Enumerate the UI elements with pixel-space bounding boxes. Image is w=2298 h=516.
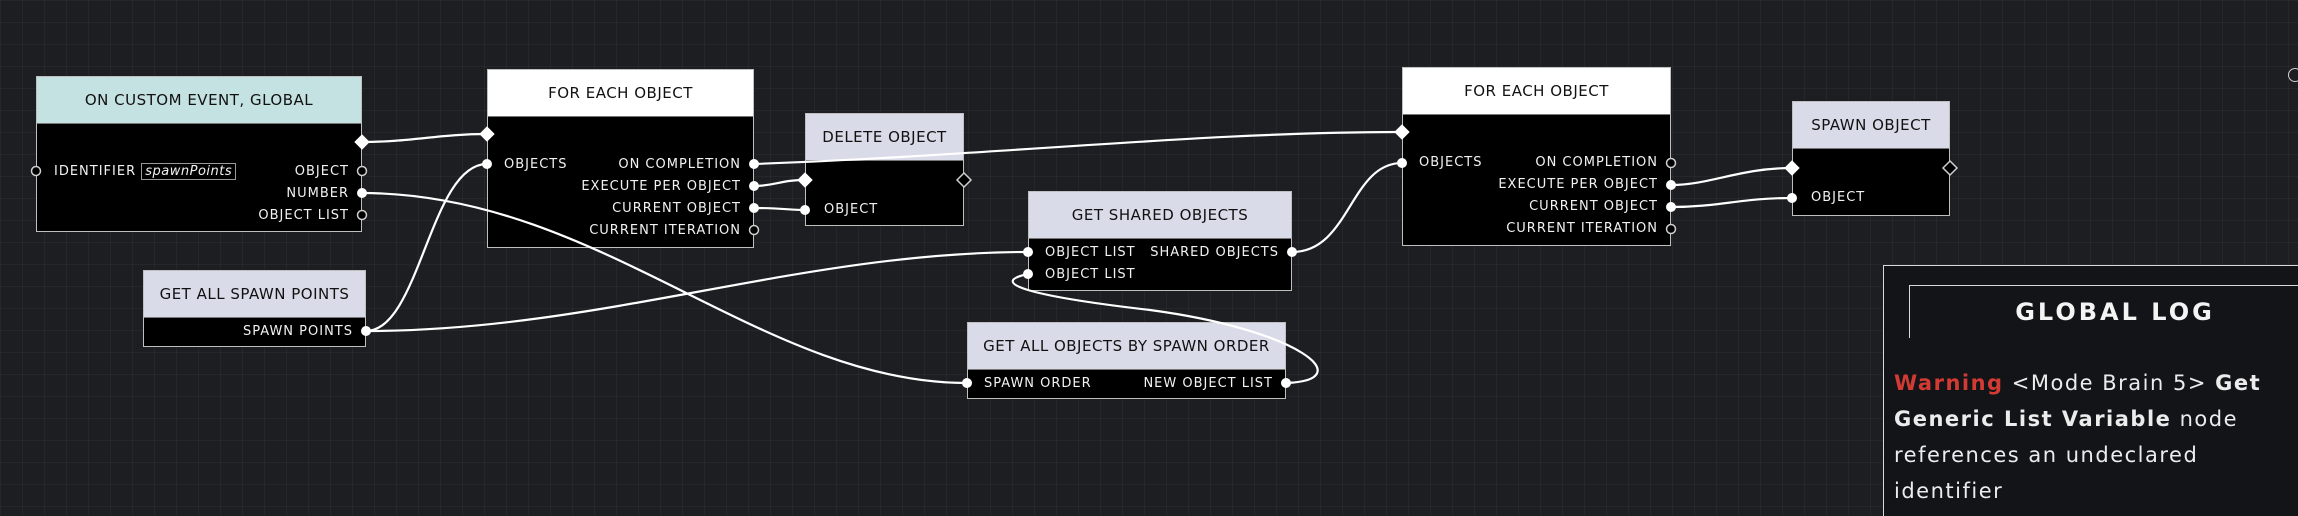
global-log-header: GLOBAL LOG	[1909, 285, 2298, 338]
node-delete-object[interactable]: DELETE OBJECT OBJECT	[805, 113, 964, 226]
wire-exec-to-delete	[753, 178, 806, 188]
wire-event-to-foreach1	[361, 132, 488, 144]
pin-execute-per-object[interactable]: EXECUTE PER OBJECT	[581, 179, 741, 194]
node-get-all-spawn-points[interactable]: GET ALL SPAWN POINTS SPAWN POINTS	[143, 270, 366, 347]
pin-identifier[interactable]: IDENTIFIER spawnPoints	[54, 163, 237, 180]
identifier-value[interactable]: spawnPoints	[141, 163, 237, 180]
global-log-panel: GLOBAL LOG Warning <Mode Brain 5> Get Ge…	[1883, 265, 2298, 516]
wire-current-to-delete	[753, 206, 806, 212]
log-message: Warning <Mode Brain 5> Get Generic List …	[1894, 365, 2298, 509]
wire-shared-to-foreach2	[1291, 161, 1403, 254]
wire-exec-to-spawn	[1670, 166, 1793, 187]
pin-current-iteration[interactable]: CURRENT ITERATION	[589, 223, 741, 238]
pin-on-completion[interactable]: ON COMPLETION	[618, 157, 741, 172]
pin-label: IDENTIFIER	[54, 164, 137, 179]
log-node-name: Get Generic List Variable	[1894, 371, 2262, 431]
offscreen-node-port[interactable]	[2288, 68, 2298, 82]
node-for-each-object-1[interactable]: FOR EACH OBJECT OBJECTS ON COMPLETION EX…	[487, 69, 754, 248]
pin-spawn-points[interactable]: SPAWN POINTS	[243, 324, 353, 339]
pin-objects[interactable]: OBJECTS	[504, 157, 568, 172]
pin-execute-per-object[interactable]: EXECUTE PER OBJECT	[1498, 177, 1658, 192]
pin-object[interactable]: OBJECT	[294, 164, 349, 179]
pin-object-list-1[interactable]: OBJECT LIST	[1045, 245, 1136, 260]
node-get-all-objects-by-spawn-order[interactable]: GET ALL OBJECTS BY SPAWN ORDER SPAWN ORD…	[967, 322, 1286, 399]
node-title: SPAWN OBJECT	[1793, 102, 1949, 149]
node-title: ON CUSTOM EVENT, GLOBAL	[37, 77, 361, 124]
pin-object[interactable]: OBJECT	[824, 202, 879, 217]
node-get-shared-objects[interactable]: GET SHARED OBJECTS OBJECT LIST OBJECT LI…	[1028, 191, 1292, 291]
log-warning-label: Warning	[1894, 371, 2004, 395]
pin-current-iteration[interactable]: CURRENT ITERATION	[1506, 221, 1658, 236]
pin-object[interactable]: OBJECT	[1811, 190, 1866, 205]
node-spawn-object[interactable]: SPAWN OBJECT OBJECT	[1792, 101, 1950, 216]
wire-current-to-spawn	[1670, 196, 1793, 209]
node-title: DELETE OBJECT	[806, 114, 963, 161]
log-message-text: node references an undeclared identifier	[1894, 407, 2238, 503]
pin-shared-objects[interactable]: SHARED OBJECTS	[1150, 245, 1279, 260]
wire-spawnpoints-to-foreach1	[365, 162, 488, 333]
pin-current-object[interactable]: CURRENT OBJECT	[612, 201, 741, 216]
pin-spawn-order[interactable]: SPAWN ORDER	[984, 376, 1092, 391]
pin-new-object-list[interactable]: NEW OBJECT LIST	[1143, 376, 1273, 391]
node-title: GET ALL SPAWN POINTS	[144, 271, 365, 318]
wire-spawnpoints-to-shared	[365, 250, 1029, 333]
node-title: GET ALL OBJECTS BY SPAWN ORDER	[968, 323, 1285, 370]
log-source: <Mode Brain 5>	[2011, 371, 2207, 395]
pin-on-completion[interactable]: ON COMPLETION	[1535, 155, 1658, 170]
pin-object-list[interactable]: OBJECT LIST	[258, 208, 349, 223]
pin-current-object[interactable]: CURRENT OBJECT	[1529, 199, 1658, 214]
node-title: FOR EACH OBJECT	[1403, 68, 1670, 115]
node-for-each-object-2[interactable]: FOR EACH OBJECT OBJECTS ON COMPLETION EX…	[1402, 67, 1671, 246]
pin-objects[interactable]: OBJECTS	[1419, 155, 1483, 170]
pin-object-list-2[interactable]: OBJECT LIST	[1045, 267, 1136, 282]
node-title: FOR EACH OBJECT	[488, 70, 753, 117]
global-log-title: GLOBAL LOG	[2015, 298, 2215, 326]
pin-number[interactable]: NUMBER	[286, 186, 349, 201]
node-on-custom-event-global[interactable]: ON CUSTOM EVENT, GLOBAL IDENTIFIER spawn…	[36, 76, 362, 232]
node-title: GET SHARED OBJECTS	[1029, 192, 1291, 239]
